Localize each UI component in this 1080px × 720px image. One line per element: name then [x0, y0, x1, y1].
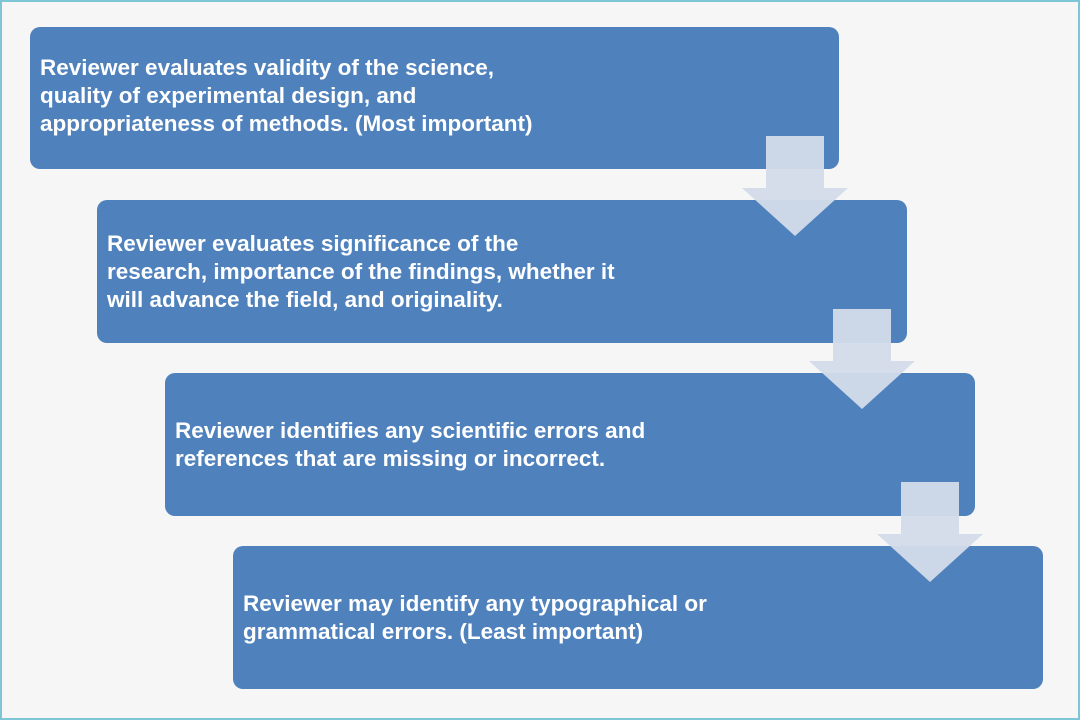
step-3-text: Reviewer identifies any scientific error…: [175, 417, 646, 471]
step-2-box: Reviewer evaluates significance of the r…: [97, 200, 907, 343]
down-arrow-icon: [809, 309, 915, 409]
step-4-text: Reviewer may identify any typographical …: [243, 590, 707, 644]
step-1-box: Reviewer evaluates validity of the scien…: [30, 27, 839, 169]
step-3-box: Reviewer identifies any scientific error…: [165, 373, 975, 516]
step-4-box: Reviewer may identify any typographical …: [233, 546, 1043, 689]
down-arrow-icon: [742, 136, 848, 236]
step-2-text: Reviewer evaluates significance of the r…: [107, 230, 615, 312]
down-arrow-icon: [877, 482, 983, 582]
step-1-text: Reviewer evaluates validity of the scien…: [40, 55, 533, 136]
